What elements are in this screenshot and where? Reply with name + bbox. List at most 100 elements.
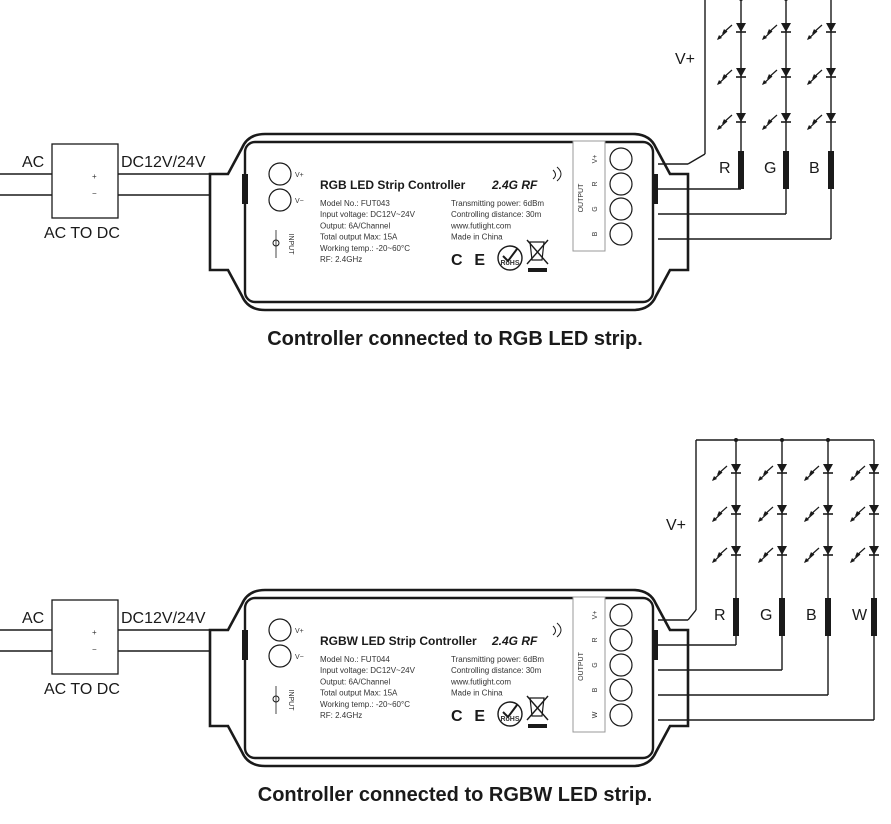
psu-box (51, 143, 119, 219)
led-icon (717, 23, 746, 40)
spec-left-0: Model No.: FUT044 (320, 655, 390, 664)
output-terminal-3 (609, 222, 633, 246)
led-ray-head (763, 511, 768, 516)
led-icon (850, 546, 879, 563)
output-pin-label-1: R (592, 181, 599, 186)
channel-label-3: W (852, 607, 868, 624)
led-ray-head (807, 80, 812, 85)
spec-right-3: Made in China (451, 233, 503, 242)
rohs-mark: RoHS (500, 716, 519, 723)
led-icon (758, 464, 787, 481)
output-pin-label-3: B (592, 231, 599, 236)
spec-left-5: RF: 2.4GHz (320, 711, 362, 720)
led-triangle (731, 546, 741, 555)
led-triangle (826, 68, 836, 77)
weee-cross-2 (526, 695, 549, 721)
led-triangle (823, 464, 833, 473)
led-ray-head (763, 552, 768, 557)
led-ray-head (722, 29, 727, 34)
led-icon (804, 546, 833, 563)
led-triangle (731, 505, 741, 514)
led-icon (807, 68, 836, 85)
led-icon (712, 546, 741, 563)
controller-face (243, 596, 655, 760)
led-triangle (736, 113, 746, 122)
led-ray-head (809, 470, 814, 475)
led-ray-head (855, 470, 860, 475)
led-ray-head (812, 119, 817, 124)
wifi-icon (552, 166, 562, 182)
rf-logo: 2.4G RF (491, 178, 538, 192)
led-ray-head (850, 517, 855, 522)
spec-right-2: www.futlight.com (450, 221, 511, 230)
junction-dot (784, 0, 788, 1)
output-terminal-1 (609, 172, 633, 196)
led-ray-head (722, 119, 727, 124)
led-icon (850, 464, 879, 481)
output-terminal-0 (609, 147, 633, 171)
spec-right-0: Transmitting power: 6dBm (451, 199, 544, 208)
rohs-check-icon (502, 248, 518, 263)
spec-left-0: Model No.: FUT043 (320, 199, 390, 208)
led-triangle (777, 505, 787, 514)
psu-label: AC TO DC (44, 681, 120, 698)
channel-label-1: G (764, 160, 776, 177)
led-ray-head (717, 511, 722, 516)
weee-cross-2 (526, 239, 549, 265)
rf-logo: 2.4G RF (491, 634, 538, 648)
weee-bar (528, 268, 547, 272)
output-pin-label-4: W (592, 711, 599, 718)
channel-label-1: G (760, 607, 772, 624)
psu-label: AC TO DC (44, 225, 120, 242)
led-triangle (869, 464, 879, 473)
led-ray-head (804, 476, 809, 481)
led-icon (850, 505, 879, 522)
psu-minus-sign: − (92, 189, 97, 198)
led-ray-head (804, 517, 809, 522)
led-icon (762, 23, 791, 40)
output-pin-label-3: B (592, 687, 599, 692)
led-ray-head (758, 558, 763, 563)
output-pin-label-0: V+ (592, 155, 599, 164)
input-vplus-label: V+ (295, 628, 304, 635)
spec-right-1: Controlling distance: 30m (451, 210, 542, 219)
strip-channel-1 (779, 598, 785, 636)
led-triangle (823, 505, 833, 514)
output-jack (652, 630, 658, 660)
vplus-wire (687, 609, 697, 621)
led-icon (717, 113, 746, 130)
output-label-panel (572, 596, 606, 733)
controller-face (243, 140, 655, 304)
led-ray-head (767, 74, 772, 79)
led-ray-head (804, 558, 809, 563)
output-jack (652, 174, 658, 204)
led-triangle (736, 23, 746, 32)
caption: Controller connected to RGB LED strip. (267, 328, 643, 350)
spec-left-2: Output: 6A/Channel (320, 221, 390, 230)
input-terminal-vminus (268, 188, 292, 212)
junction-dot (739, 0, 743, 1)
led-ray-head (855, 552, 860, 557)
strip-channel-2 (828, 151, 834, 189)
vplus-label: V+ (666, 517, 686, 534)
led-ray-head (809, 552, 814, 557)
spec-right-2: www.futlight.com (450, 677, 511, 686)
led-icon (717, 68, 746, 85)
led-ray-head (767, 29, 772, 34)
led-triangle (826, 113, 836, 122)
input-jack (242, 630, 248, 660)
psu-plus-sign: + (92, 628, 97, 637)
led-triangle (736, 68, 746, 77)
input-label: INPUT (287, 234, 294, 256)
spec-left-3: Total output Max: 15A (320, 689, 398, 698)
led-triangle (869, 546, 879, 555)
led-ray-head (807, 35, 812, 40)
led-icon (762, 68, 791, 85)
led-icon (762, 113, 791, 130)
led-ray-head (717, 552, 722, 557)
controller-title: RGB LED Strip Controller (320, 178, 466, 192)
channel-label-2: B (806, 607, 817, 624)
